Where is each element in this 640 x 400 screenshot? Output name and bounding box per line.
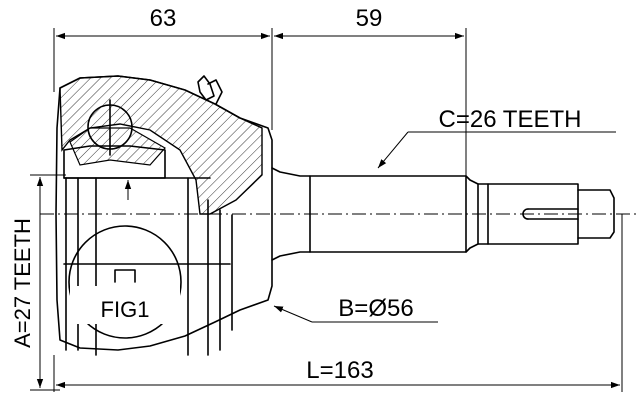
spline-c-callout: C=26 TEETH xyxy=(377,106,616,169)
spline-a-dimension: A=27 TEETH xyxy=(10,174,66,391)
top-dimensions: 63 59 xyxy=(53,5,467,185)
diameter-b-callout: B=Ø56 xyxy=(273,295,438,323)
fig1-section: FIG1 xyxy=(68,225,182,339)
length-dimension: L=163 xyxy=(53,214,623,392)
length-label: L=163 xyxy=(306,357,373,384)
diameter-b-label: B=Ø56 xyxy=(338,295,413,322)
fig1-label: FIG1 xyxy=(101,297,150,322)
dimension-63-label: 63 xyxy=(150,5,177,32)
stub-shaft xyxy=(271,167,615,261)
spline-c-label: C=26 TEETH xyxy=(439,106,582,133)
dimension-59-label: 59 xyxy=(356,5,383,32)
spline-a-label: A=27 TEETH xyxy=(10,218,35,348)
